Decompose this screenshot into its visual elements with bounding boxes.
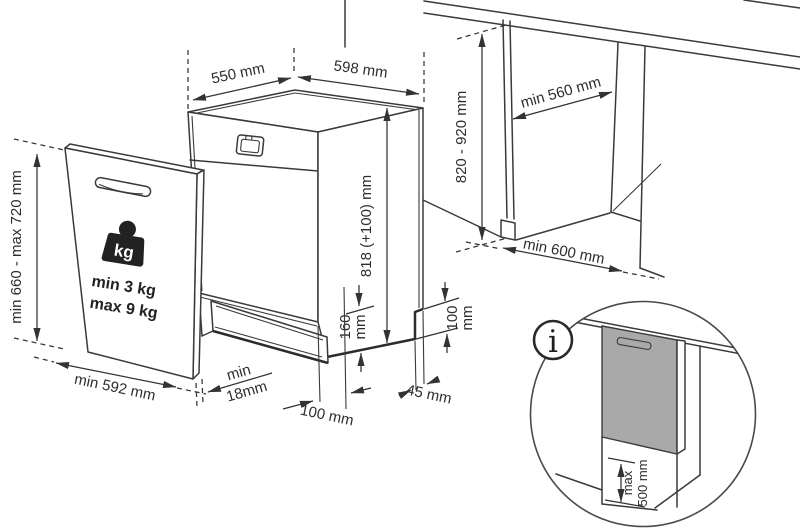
weight-icon: kg — [101, 220, 145, 267]
inset-door-panel — [601, 325, 678, 455]
door-height-label: min 660 - max 720 mm — [8, 170, 25, 323]
inset-max-gap-line2: 500 mm — [635, 460, 650, 507]
inset-door-handle — [616, 337, 652, 350]
dw-depth-label: 550 mm — [210, 60, 267, 88]
info-icon-glyph: i — [548, 324, 558, 360]
dw-width-label: 598 mm — [333, 57, 389, 81]
rear-recess-height-dim: 100 mm — [415, 282, 476, 353]
rear-recess-depth-label: 45 mm — [405, 382, 453, 408]
plinth-height-dim: 160 mm — [337, 285, 375, 372]
niche-height-dim: 820 - 920 mm — [453, 24, 508, 253]
rear-recess-height-value: 100 — [444, 305, 461, 330]
plinth-height-unit: mm — [352, 315, 369, 340]
weight-badge-label: kg — [113, 241, 136, 263]
dw-height-dim: 818 (+100) mm — [358, 107, 391, 344]
dw-height-label: 818 (+100) mm — [358, 175, 375, 277]
plinth-height-value: 160 — [337, 314, 354, 339]
niche-width-label: min 600 mm — [522, 235, 606, 267]
furniture-door: kg min 3 kg max 9 kg — [64, 143, 205, 380]
inset-max-gap-line1: max — [620, 470, 635, 495]
inset-detail: max 500 mm i — [529, 300, 757, 528]
rear-recess-height-unit: mm — [459, 306, 476, 331]
door-width-label: min 592 mm — [73, 371, 157, 405]
inset-contents: max 500 mm — [547, 311, 756, 511]
panel-gap-dim: min 18mm — [195, 361, 273, 408]
info-icon: i — [532, 319, 574, 361]
door-handle — [94, 176, 152, 198]
dishwasher-handle — [235, 134, 265, 157]
panel-gap-line1: min — [225, 361, 253, 384]
niche-depth-dim: min 560 mm — [512, 73, 613, 120]
inset-max-gap-dim: max 500 mm — [604, 457, 650, 508]
niche-cabinet — [422, 19, 665, 278]
dishwasher-body — [187, 89, 424, 365]
countertop — [423, 0, 800, 70]
niche-height-label: 820 - 920 mm — [453, 91, 470, 184]
door-offset-label: 100 mm — [299, 402, 356, 430]
door-height-dim: min 660 - max 720 mm — [8, 138, 65, 350]
